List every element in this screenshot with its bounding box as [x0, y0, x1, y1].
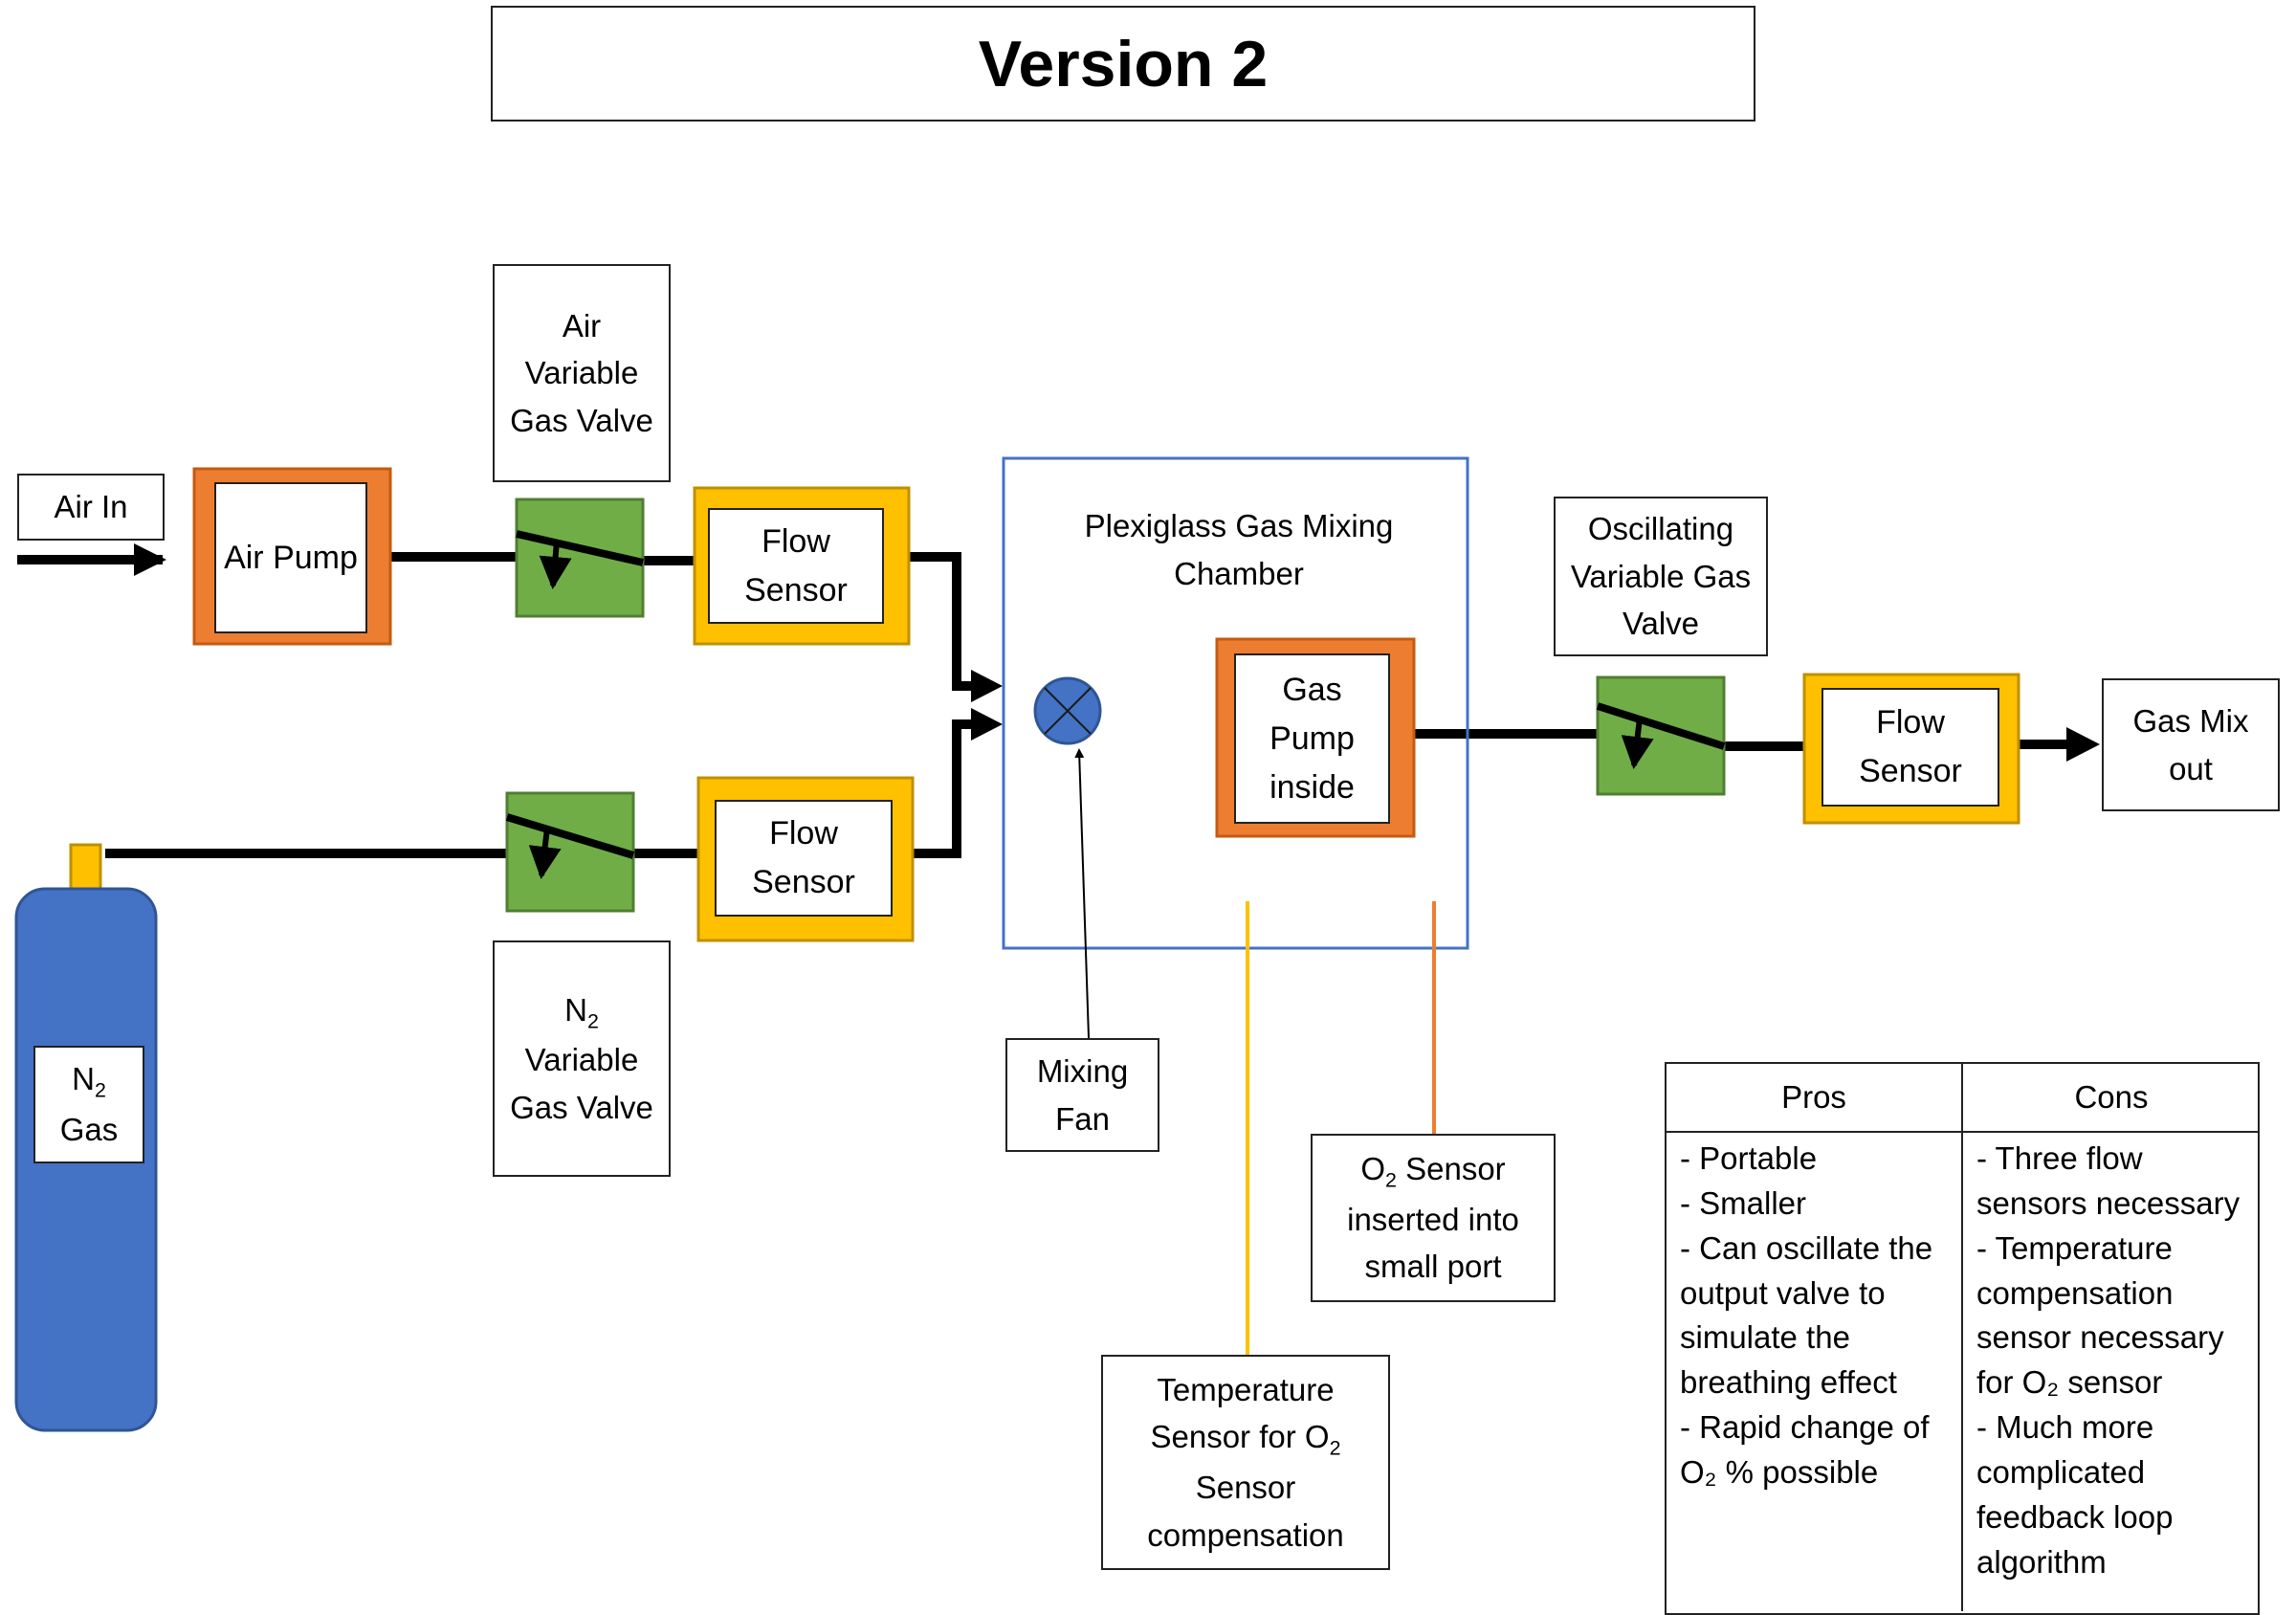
air-valve-icon: [515, 498, 645, 618]
gas-pump-label: Gas Pump inside: [1234, 653, 1390, 824]
list-item: - Rapid change of O₂ % possible: [1680, 1409, 1930, 1491]
list-item: - Portable: [1680, 1140, 1818, 1176]
cons-header: Cons: [1963, 1064, 2260, 1133]
cons-list: - Three flow sensors necessary - Tempera…: [1963, 1133, 2260, 1611]
chamber-box: [1002, 456, 1469, 950]
flow-sensor-bottom-label: Flow Sensor: [715, 800, 893, 917]
flow-sensor-top-label: Flow Sensor: [708, 508, 884, 624]
oscillating-valve-label: Oscillating Variable Gas Valve: [1554, 497, 1768, 656]
list-item: - Temperature compensation sensor necess…: [1976, 1229, 2224, 1401]
gas-mix-out-label: Gas Mix out: [2102, 678, 2280, 811]
arrow-bottom-chamber: [971, 708, 1003, 741]
pros-cons-table: Pros Cons - Portable - Smaller - Can osc…: [1665, 1062, 2260, 1615]
fan-pointer: [1074, 748, 1090, 1039]
chamber-label: Plexiglass Gas Mixing Chamber: [1084, 508, 1394, 591]
bottom-sensor-to-chamber-pipe: [913, 719, 976, 858]
n2-valve-icon: [505, 791, 635, 913]
top-sensor-to-chamber-pipe: [909, 552, 976, 691]
o2-sensor-label: O2 Sensor inserted into small port: [1311, 1134, 1556, 1302]
air-valve-label: Air Variable Gas Valve: [493, 264, 671, 482]
oscillating-valve-icon: [1596, 675, 1726, 796]
list-item: - Much more complicated feedback loop al…: [1976, 1409, 2174, 1580]
list-item: - Smaller: [1680, 1184, 1807, 1221]
page-title: Version 2: [491, 6, 1755, 122]
list-item: - Can oscillate the output valve to simu…: [1680, 1229, 1933, 1401]
pipes: [17, 543, 2100, 858]
list-item: - Three flow sensors necessary: [1976, 1140, 2241, 1221]
arrow-top-chamber: [971, 670, 1003, 702]
flow-sensor-out-label: Flow Sensor: [1821, 688, 1999, 807]
air-in-label: Air In: [17, 474, 165, 541]
circle-x-icon: [1033, 676, 1102, 745]
pros-header: Pros: [1667, 1064, 1963, 1133]
arrow-out: [2066, 727, 2100, 762]
air-pump-label: Air Pump: [214, 482, 367, 633]
mixing-fan-label: Mixing Fan: [1005, 1038, 1159, 1152]
pros-list: - Portable - Smaller - Can oscillate the…: [1667, 1133, 1963, 1611]
